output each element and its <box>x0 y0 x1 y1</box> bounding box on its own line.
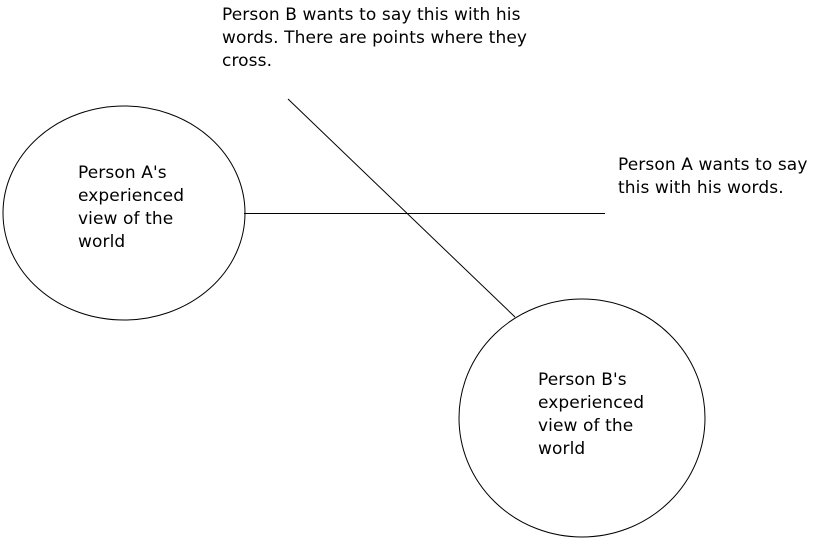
person-a-world-label: Person A's experienced view of the world <box>78 163 185 252</box>
person-b-speech-line <box>287 98 516 318</box>
person-b-world-label: Person B's experienced view of the world <box>538 370 645 459</box>
person-b-intent-caption: Person B wants to say this with his word… <box>222 5 528 71</box>
person-a-intent-caption: Person A wants to say this with his word… <box>618 155 808 198</box>
person-b-world-circle <box>458 298 706 538</box>
